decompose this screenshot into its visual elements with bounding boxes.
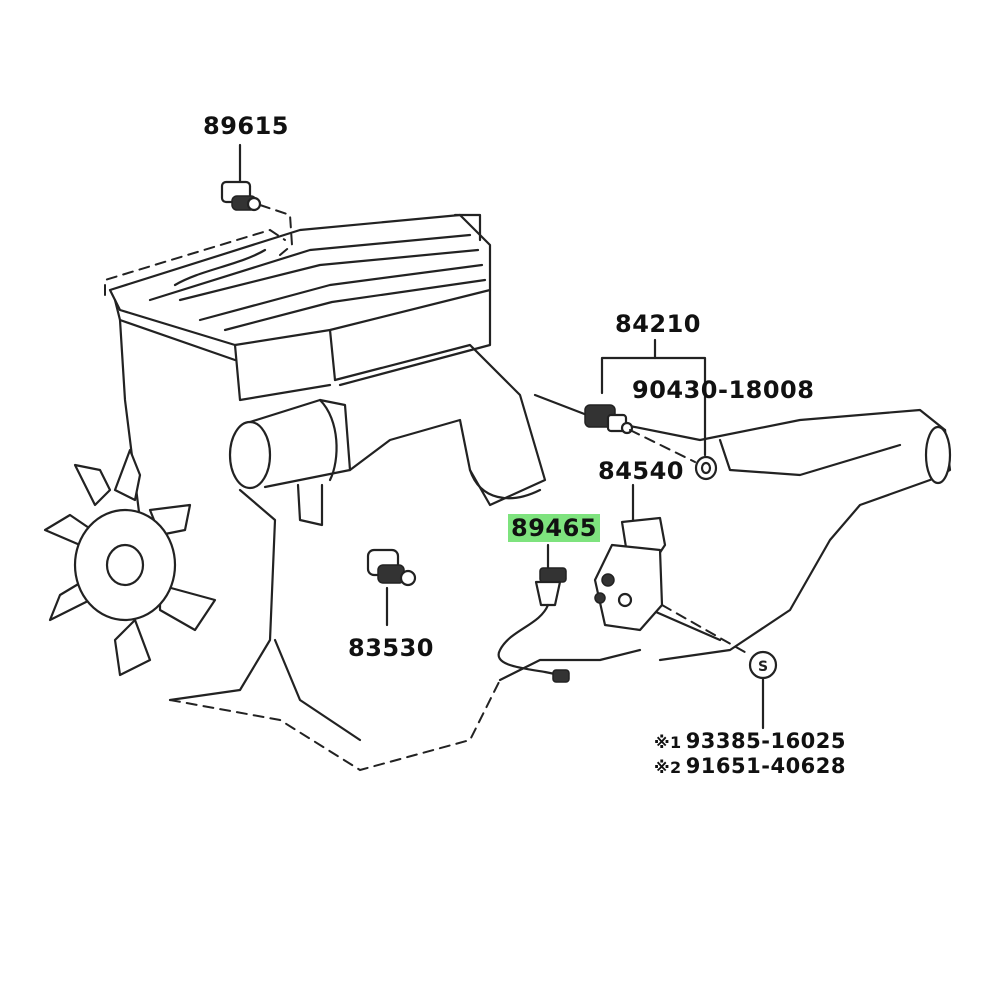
note-1-mark: ※1 — [654, 733, 682, 752]
cooling-fan — [43, 448, 217, 677]
label-84210: 84210 — [615, 310, 701, 338]
label-83530: 83530 — [348, 634, 434, 662]
label-90430-18008: 90430-18008 — [632, 376, 815, 404]
note-1-part-number: 93385-16025 — [685, 729, 847, 753]
s-symbol: S — [758, 659, 768, 675]
part-84210-switch — [584, 338, 718, 481]
note-2-part-number: 91651-40628 — [685, 754, 847, 778]
label-89615: 89615 — [203, 112, 289, 140]
label-89465: 89465 — [508, 514, 600, 542]
part-89615-sensor — [220, 143, 294, 256]
note-2-mark: ※2 — [654, 758, 682, 777]
part-83530-sensor — [366, 548, 417, 627]
engine-block — [104, 213, 952, 772]
label-84540: 84540 — [598, 457, 684, 485]
part-89465-oxygen-sensor — [497, 543, 570, 683]
part-84540-switch — [593, 483, 778, 730]
